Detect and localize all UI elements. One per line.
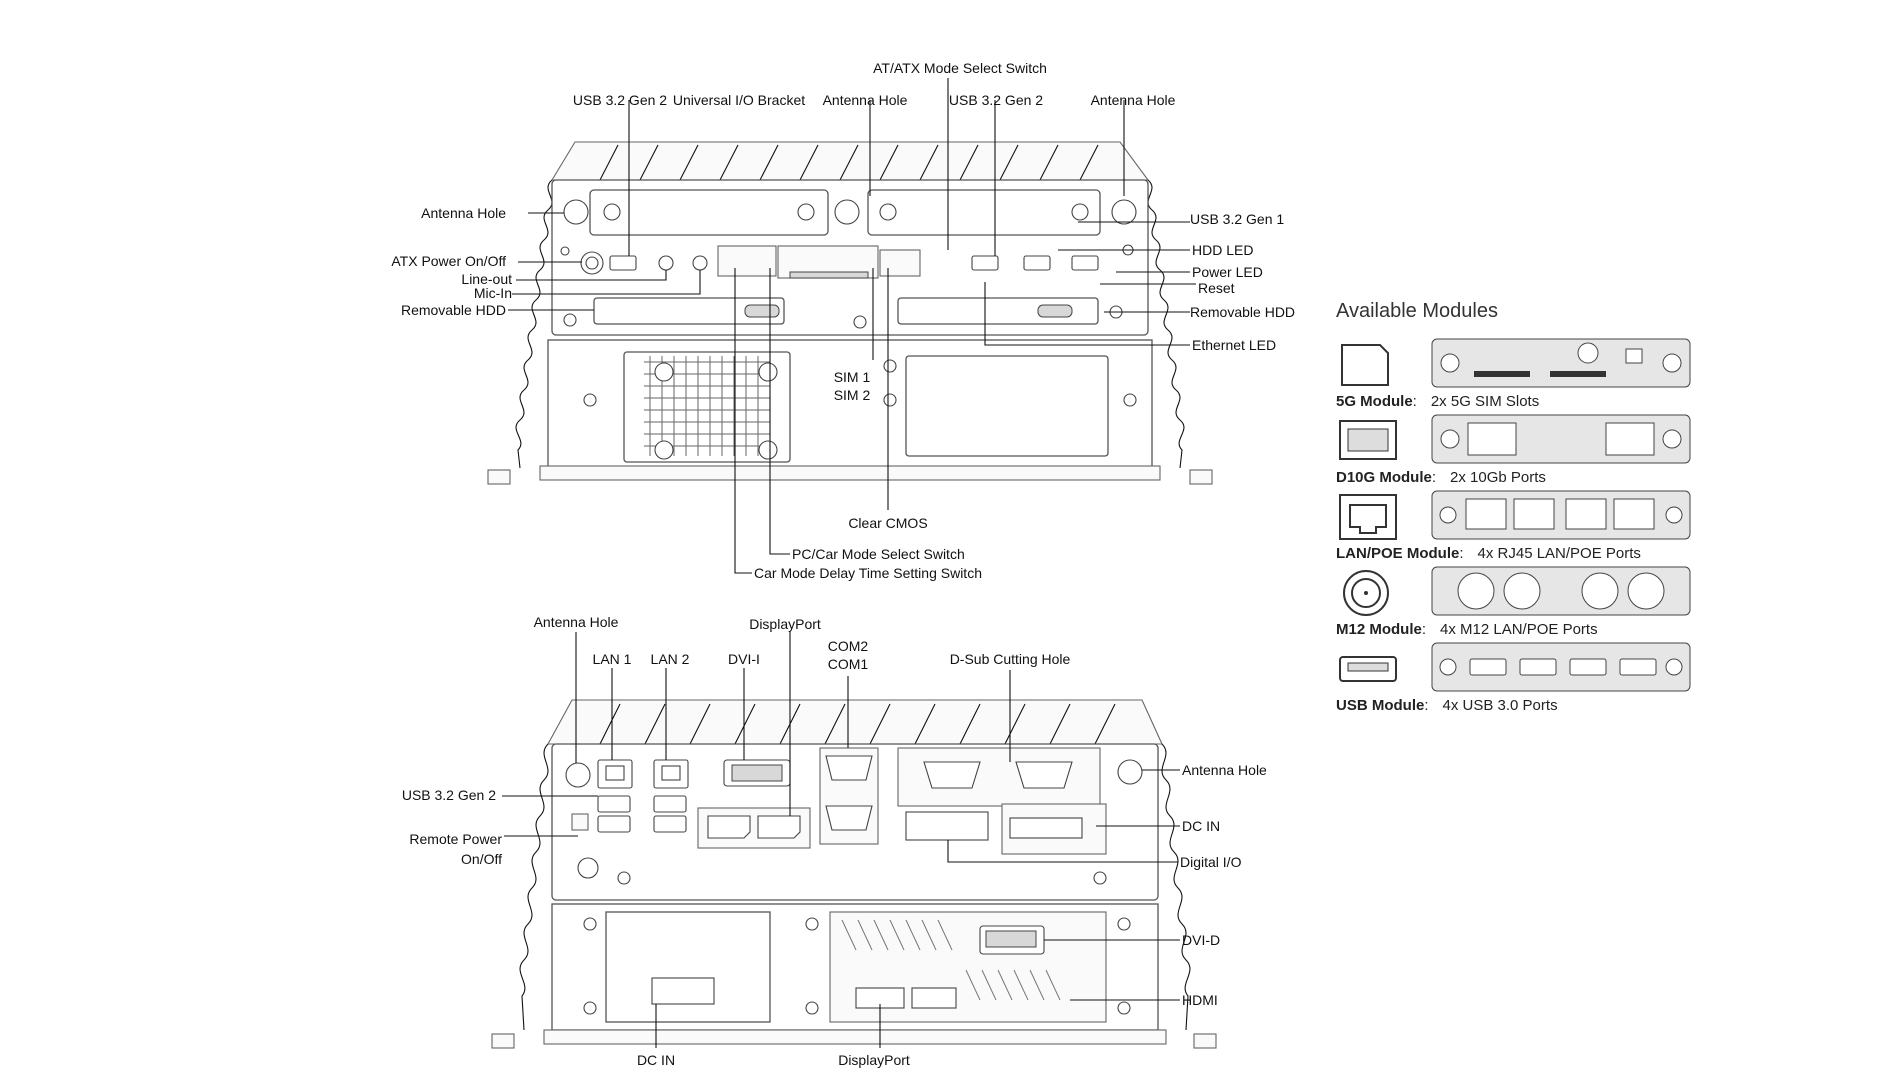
module-d10g-caption: D10G Module:2x 10Gb Ports bbox=[1336, 469, 1546, 486]
label-antenna-hole-bottom-right: Antenna Hole bbox=[1182, 762, 1267, 778]
label-displayport-top: DisplayPort bbox=[749, 616, 821, 632]
top-leader-lines bbox=[508, 78, 1196, 574]
label-usb-gen2-left: USB 3.2 Gen 2 bbox=[573, 92, 667, 108]
label-remote-power: Remote Power bbox=[409, 831, 502, 847]
module-5g: 5G Module:2x 5G SIM Slots bbox=[1336, 337, 1756, 413]
fan-grill bbox=[644, 356, 770, 456]
label-dvi-d: DVI-D bbox=[1182, 932, 1220, 948]
label-usb-gen2-right: USB 3.2 Gen 2 bbox=[949, 92, 1043, 108]
label-clear-cmos: Clear CMOS bbox=[848, 515, 927, 531]
label-hdmi: HDMI bbox=[1182, 992, 1218, 1008]
label-ethernet-led: Ethernet LED bbox=[1192, 337, 1276, 353]
m12-module-card bbox=[1431, 566, 1691, 616]
label-remote-power-onoff: On/Off bbox=[461, 851, 502, 867]
label-line-out: Line-out bbox=[461, 271, 512, 287]
label-dvi-i: DVI-I bbox=[728, 651, 760, 667]
module-usb: USB Module:4x USB 3.0 Ports bbox=[1336, 641, 1756, 717]
label-car-delay-switch: Car Mode Delay Time Setting Switch bbox=[754, 565, 982, 581]
top-heatsink-fins bbox=[551, 141, 1150, 181]
module-lan-poe: LAN/POE Module:4x RJ45 LAN/POE Ports bbox=[1336, 489, 1756, 565]
label-lan2: LAN 2 bbox=[651, 651, 690, 667]
label-power-led: Power LED bbox=[1192, 264, 1263, 280]
lan-poe-module-card bbox=[1431, 490, 1691, 540]
label-dc-in-right: DC IN bbox=[1182, 818, 1220, 834]
label-displayport-bottom: DisplayPort bbox=[838, 1052, 910, 1068]
label-dc-in-bottom: DC IN bbox=[637, 1052, 675, 1068]
label-hdd-led: HDD LED bbox=[1192, 242, 1253, 258]
module-usb-caption: USB Module:4x USB 3.0 Ports bbox=[1336, 697, 1558, 714]
label-pc-car-switch: PC/Car Mode Select Switch bbox=[792, 546, 965, 562]
module-5g-caption: 5G Module:2x 5G SIM Slots bbox=[1336, 393, 1540, 410]
label-usb-gen2-bottom: USB 3.2 Gen 2 bbox=[402, 787, 496, 803]
rj45-port-icon bbox=[1339, 494, 1397, 540]
sim-card-icon bbox=[1341, 344, 1389, 386]
label-universal-io-bracket: Universal I/O Bracket bbox=[673, 92, 805, 108]
label-removable-hdd-right: Removable HDD bbox=[1190, 304, 1295, 320]
usb-module-card bbox=[1431, 642, 1691, 692]
label-mic-in: Mic-In bbox=[474, 285, 512, 301]
label-atx-power: ATX Power On/Off bbox=[391, 253, 506, 269]
label-lan1: LAN 1 bbox=[593, 651, 632, 667]
top-view-drawing bbox=[487, 141, 1213, 485]
label-at-atx-switch: AT/ATX Mode Select Switch bbox=[873, 60, 1047, 76]
label-antenna-hole-top-right: Antenna Hole bbox=[1091, 92, 1176, 108]
m12-connector-icon bbox=[1343, 570, 1389, 616]
bottom-leader-lines bbox=[502, 632, 1180, 1048]
bottom-view-drawing bbox=[491, 699, 1217, 1049]
module-m12-caption: M12 Module:4x M12 LAN/POE Ports bbox=[1336, 621, 1598, 638]
hatch-pattern bbox=[841, 919, 1061, 1001]
available-modules-panel: Available Modules 5G Module:2x 5G SIM Sl… bbox=[1336, 300, 1756, 717]
d10g-module-card bbox=[1431, 414, 1691, 464]
label-removable-hdd-left: Removable HDD bbox=[401, 302, 506, 318]
label-dsub-cutting-hole: D-Sub Cutting Hole bbox=[950, 651, 1071, 667]
label-antenna-hole-top-center: Antenna Hole bbox=[823, 92, 908, 108]
label-sim2: SIM 2 bbox=[834, 387, 871, 403]
usb-port-icon bbox=[1339, 656, 1397, 682]
module-m12: M12 Module:4x M12 LAN/POE Ports bbox=[1336, 565, 1756, 641]
module-lan-poe-caption: LAN/POE Module:4x RJ45 LAN/POE Ports bbox=[1336, 545, 1641, 562]
modules-title: Available Modules bbox=[1336, 300, 1498, 322]
label-com1: COM1 bbox=[828, 656, 869, 672]
label-antenna-hole-bottom-left: Antenna Hole bbox=[534, 614, 619, 630]
label-antenna-hole-top-left: Antenna Hole bbox=[421, 205, 506, 221]
5g-module-card bbox=[1431, 338, 1691, 388]
label-com2: COM2 bbox=[828, 638, 869, 654]
label-reset: Reset bbox=[1198, 280, 1235, 296]
label-digital-io: Digital I/O bbox=[1180, 854, 1242, 870]
label-usb-gen1: USB 3.2 Gen 1 bbox=[1190, 211, 1284, 227]
sfp-port-icon bbox=[1339, 420, 1397, 460]
module-d10g: D10G Module:2x 10Gb Ports bbox=[1336, 413, 1756, 489]
label-sim1: SIM 1 bbox=[834, 369, 871, 385]
